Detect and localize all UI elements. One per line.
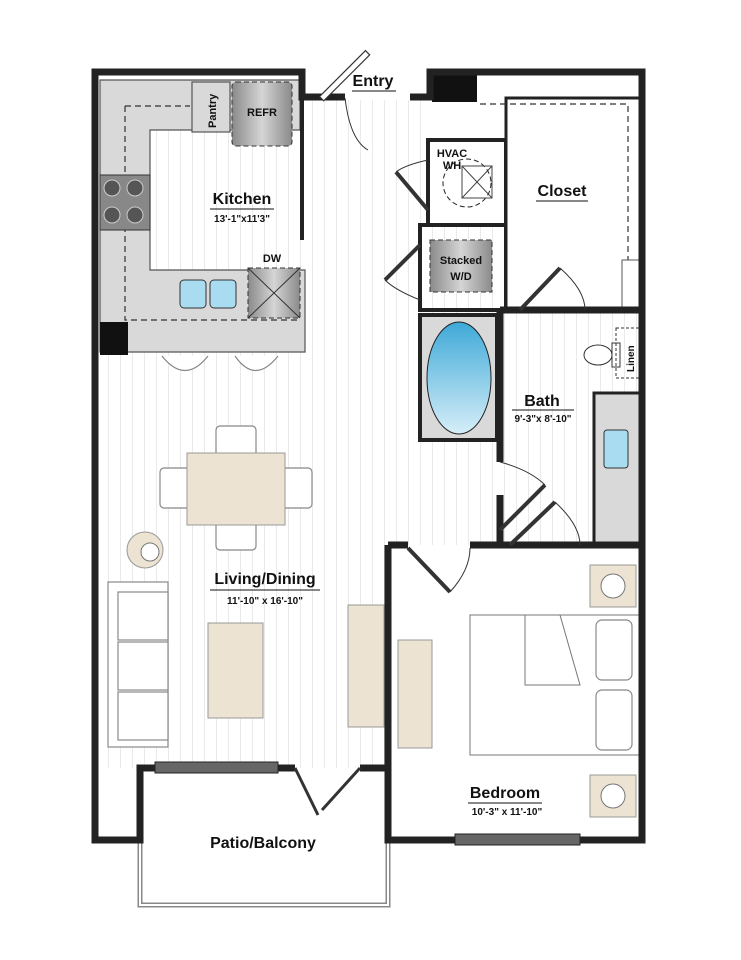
living-label: Living/Dining [214, 571, 315, 588]
bedroom-door[interactable] [406, 546, 471, 594]
entry-label: Entry [353, 73, 394, 90]
kitchen-label: Kitchen [213, 191, 272, 208]
hvac-door[interactable] [394, 159, 430, 212]
bath-label: Bath [524, 393, 560, 410]
linen-label: Linen [626, 345, 637, 372]
refrigerator-label: REFR [247, 107, 277, 119]
toilet [583, 342, 621, 368]
patio-label: Patio/Balcony [210, 835, 316, 852]
bar-stools [161, 355, 279, 372]
bedroom-label: Bedroom [470, 785, 540, 802]
entry-door[interactable] [318, 49, 371, 151]
dishwasher-label: DW [263, 253, 282, 265]
wh-label: WH [443, 160, 461, 172]
hvac-closet: HVAC WH [426, 138, 508, 227]
closet-door[interactable] [518, 266, 586, 312]
washer-label-1: Stacked [440, 255, 482, 267]
nightstand-top [589, 564, 637, 608]
linen-closet [615, 327, 641, 379]
pantry-label: Pantry [207, 93, 219, 128]
bath-dims: 9'-3"x 8'-10" [514, 414, 571, 425]
nightstand-bottom [589, 774, 637, 818]
floor-lamp [126, 531, 164, 569]
sink-icon [179, 279, 237, 309]
pantry [191, 81, 231, 133]
vanity [592, 391, 642, 545]
hvac-label: HVAC [437, 148, 467, 160]
window-bedroom [454, 833, 581, 846]
walk-in-closet [480, 96, 642, 312]
bedroom-dims: 10'-3" x 11'-10" [472, 807, 543, 818]
closet-label: Closet [538, 183, 588, 200]
kitchen-counter: Pantry REFR DW [99, 79, 306, 372]
stove-icon [99, 174, 151, 231]
sofa [107, 581, 169, 748]
kitchen-dims: 13'-1"x11'3" [214, 214, 270, 225]
washer-label-2: W/D [450, 271, 471, 283]
window-living [154, 761, 279, 774]
bed [469, 614, 641, 756]
laundry-door[interactable] [383, 243, 422, 301]
patio-door[interactable] [293, 766, 362, 816]
dining-table [159, 425, 313, 551]
tv-console [347, 604, 385, 728]
coffee-table [207, 622, 264, 719]
walls [91, 68, 646, 846]
living-dims: 11'-10" x 16'-10" [227, 596, 303, 607]
bathtub [418, 313, 499, 442]
bath-door[interactable] [498, 461, 581, 547]
dresser [397, 639, 433, 749]
laundry-closet: Stacked W/D [418, 223, 508, 312]
refrigerator [231, 81, 293, 147]
